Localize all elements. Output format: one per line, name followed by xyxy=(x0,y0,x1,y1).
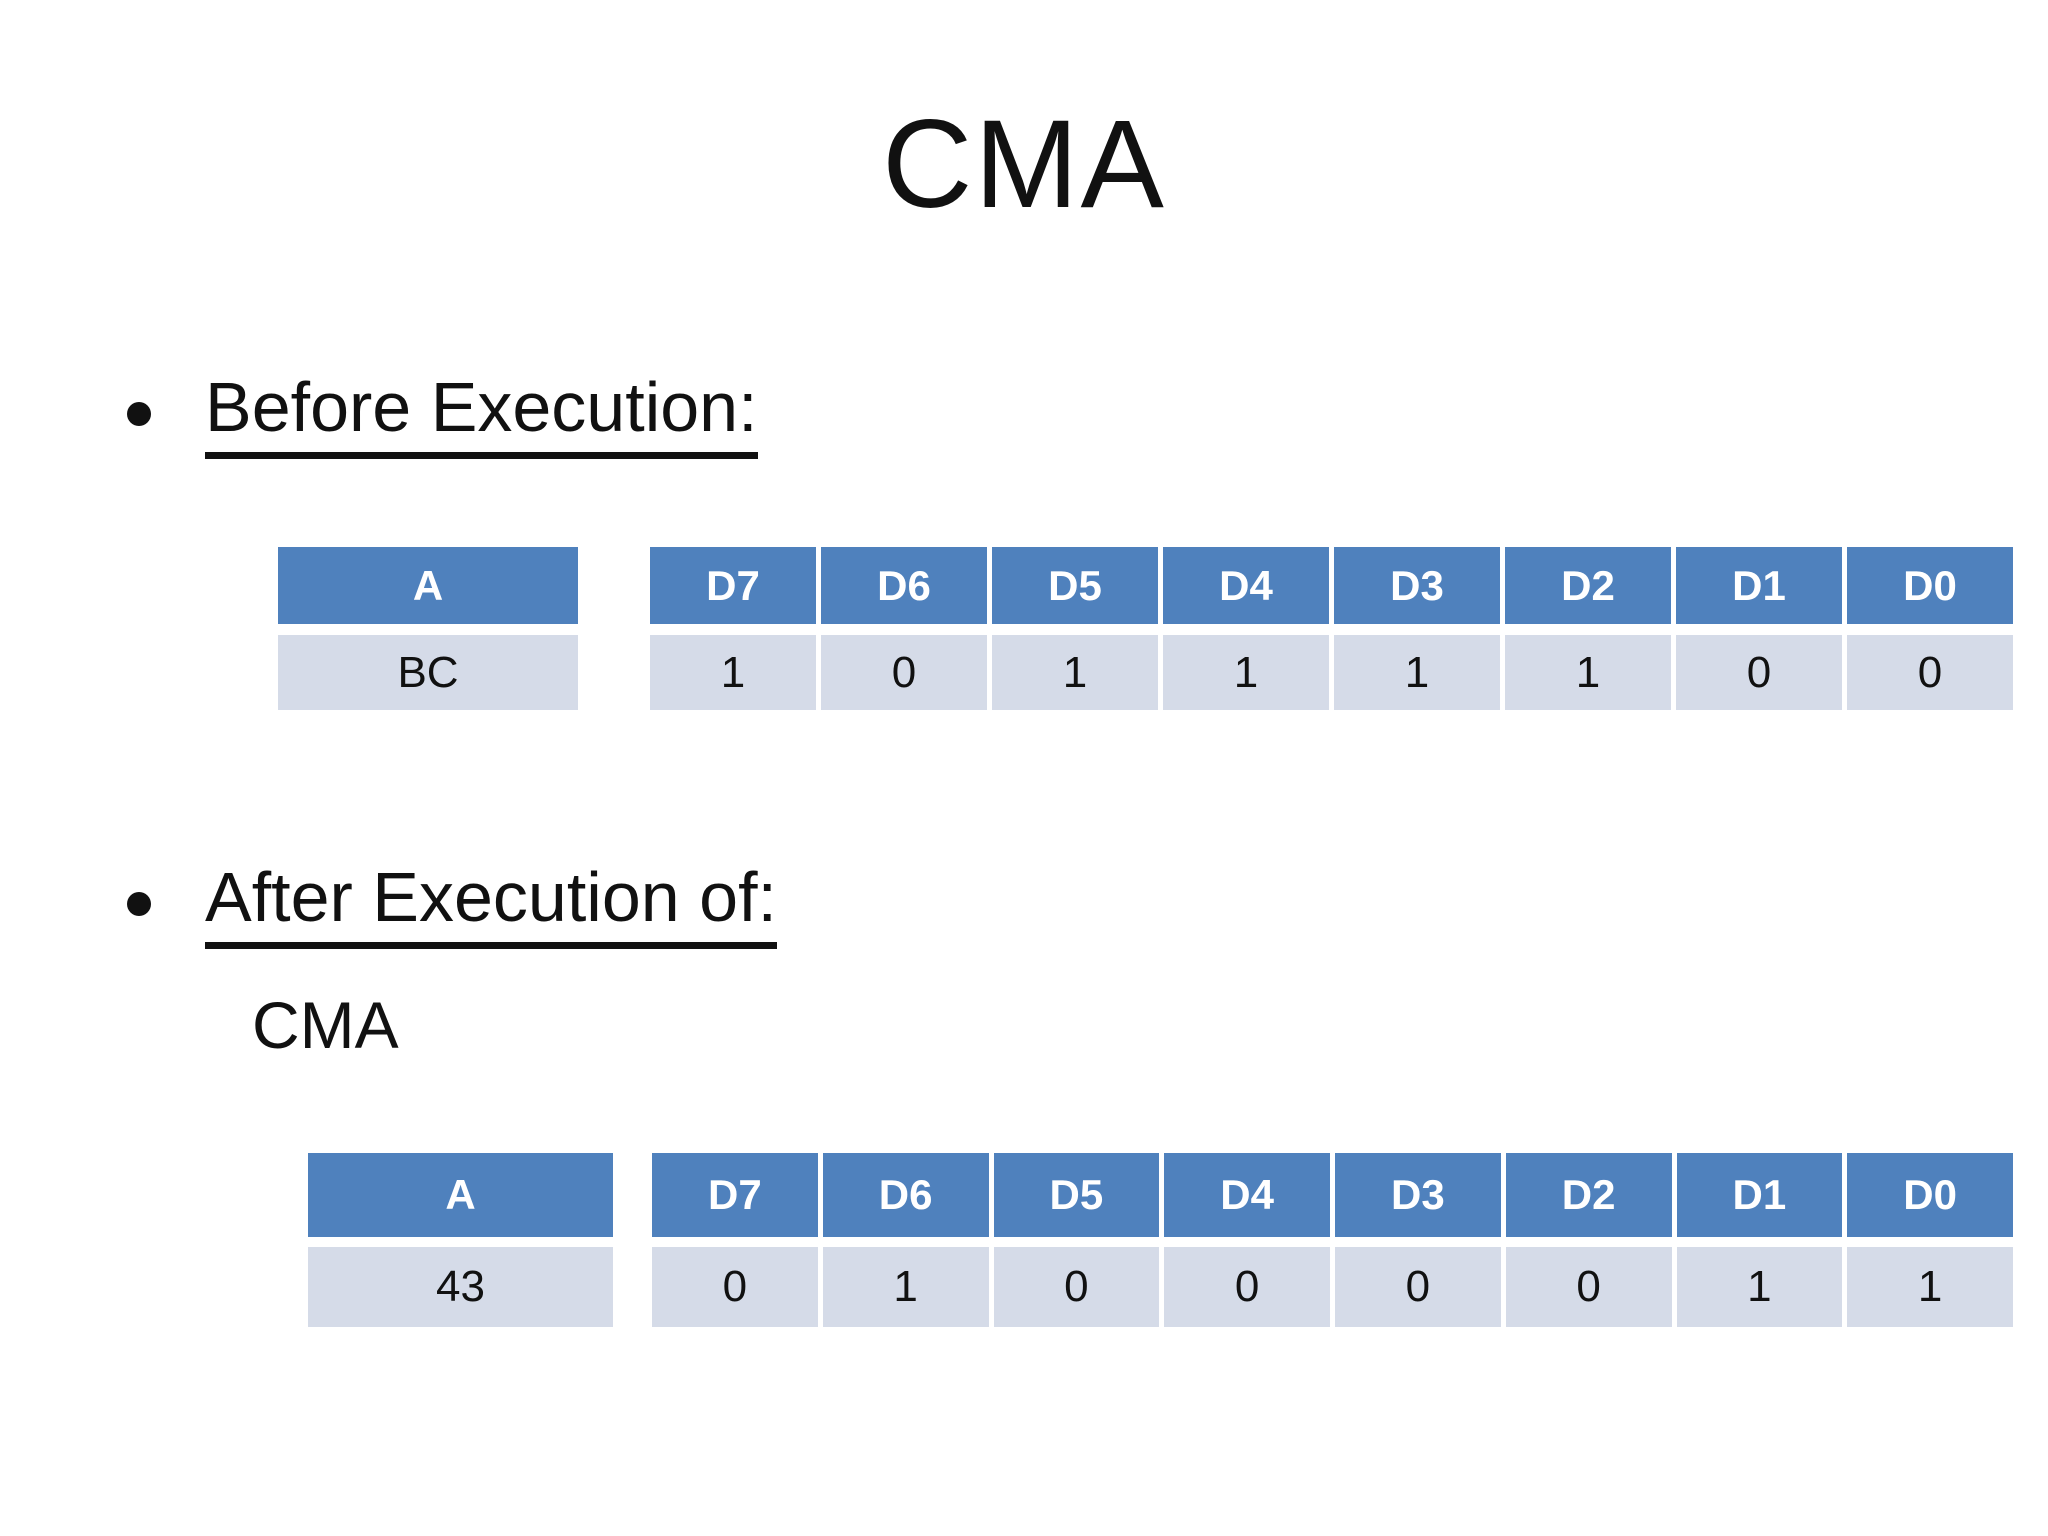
register-value-row: BC xyxy=(278,635,578,710)
bit-header-cell: D5 xyxy=(993,1153,1160,1237)
instruction-label: CMA xyxy=(252,988,399,1062)
register-header-row: A xyxy=(308,1153,613,1237)
bullet-dot-icon xyxy=(127,402,151,426)
bit-value-cell: 0 xyxy=(1847,635,2013,710)
bit-value-cell: 0 xyxy=(1505,1247,1672,1327)
after-execution-label: After Execution of: xyxy=(205,862,777,949)
bit-value-cell: 1 xyxy=(650,635,816,710)
bit-header-cell: D2 xyxy=(1505,547,1671,624)
register-value-row: 43 xyxy=(308,1247,613,1327)
bit-value-cell: 1 xyxy=(1676,1247,1843,1327)
bit-header-cell: D3 xyxy=(1335,1153,1501,1237)
bit-value-cell: 0 xyxy=(1164,1247,1330,1327)
bit-header-cell: D7 xyxy=(650,547,816,624)
bit-value-cell: 1 xyxy=(1847,1247,2013,1327)
register-header-row: A xyxy=(278,547,578,624)
bit-value-cell: 0 xyxy=(993,1247,1160,1327)
bit-header-cell: D6 xyxy=(821,547,987,624)
bit-value-row: 1 0 1 1 1 1 0 0 xyxy=(650,635,2013,710)
bit-header-cell: D2 xyxy=(1505,1153,1672,1237)
bit-value-cell: 1 xyxy=(1334,635,1500,710)
bit-header-cell: D3 xyxy=(1334,547,1500,624)
bit-header-cell: D4 xyxy=(1164,1153,1330,1237)
bit-header-cell: D0 xyxy=(1847,1153,2013,1237)
bullet-line-before-execution: Before Execution: xyxy=(127,372,758,459)
register-value-cell: BC xyxy=(278,635,578,710)
bullet-dot-icon xyxy=(127,892,151,916)
bit-value-cell: 0 xyxy=(821,635,987,710)
bit-header-row: D7 D6 D5 D4 D3 D2 D1 D0 xyxy=(650,547,2013,624)
bit-value-cell: 0 xyxy=(652,1247,818,1327)
bit-value-cell: 1 xyxy=(992,635,1158,710)
bit-value-cell: 1 xyxy=(822,1247,989,1327)
bit-table-after: D7 D6 D5 D4 D3 D2 D1 D0 0 1 0 0 0 0 1 1 xyxy=(652,1153,2013,1327)
bit-value-row: 0 1 0 0 0 0 1 1 xyxy=(652,1247,2013,1327)
register-header-cell: A xyxy=(278,547,578,624)
bit-value-cell: 1 xyxy=(1505,635,1671,710)
bit-value-cell: 1 xyxy=(1163,635,1329,710)
before-execution-label: Before Execution: xyxy=(205,372,758,459)
register-value-cell: 43 xyxy=(308,1247,613,1327)
register-table-after: A 43 xyxy=(308,1153,613,1327)
register-header-cell: A xyxy=(308,1153,613,1237)
register-table-before: A BC xyxy=(278,547,578,710)
bit-header-cell: D5 xyxy=(992,547,1158,624)
bit-value-cell: 0 xyxy=(1676,635,1842,710)
bit-header-cell: D4 xyxy=(1163,547,1329,624)
bit-table-before: D7 D6 D5 D4 D3 D2 D1 D0 1 0 1 1 1 1 0 0 xyxy=(650,547,2013,710)
bit-header-cell: D0 xyxy=(1847,547,2013,624)
bit-header-cell: D7 xyxy=(652,1153,818,1237)
bullet-line-after-execution: After Execution of: xyxy=(127,862,777,949)
bit-header-cell: D6 xyxy=(822,1153,989,1237)
page-title: CMA xyxy=(882,95,1166,234)
bit-header-row: D7 D6 D5 D4 D3 D2 D1 D0 xyxy=(652,1153,2013,1237)
bit-header-cell: D1 xyxy=(1676,1153,1843,1237)
bit-header-cell: D1 xyxy=(1676,547,1842,624)
bit-value-cell: 0 xyxy=(1335,1247,1501,1327)
